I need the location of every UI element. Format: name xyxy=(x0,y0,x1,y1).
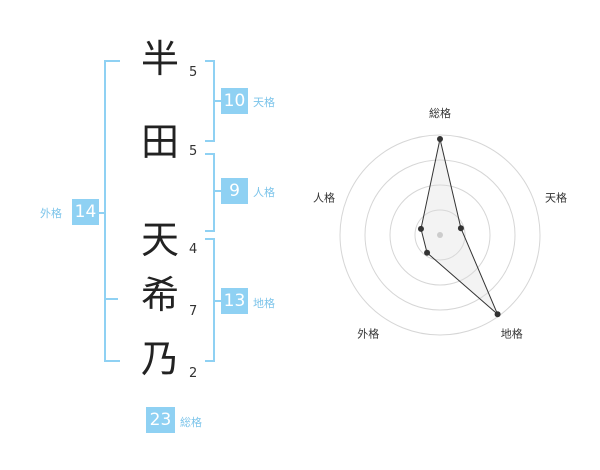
name-char-3: 天 xyxy=(140,218,179,262)
radar-point-4 xyxy=(417,225,424,232)
radar-points xyxy=(417,136,501,318)
tenkaku-label: 天格 xyxy=(253,96,275,109)
radar-point-2 xyxy=(494,311,501,318)
soukaku-label: 総格 xyxy=(180,416,202,429)
radar-point-1 xyxy=(457,225,464,232)
radar-point-0 xyxy=(437,136,443,142)
stroke-count-1: 5 xyxy=(189,65,198,80)
radar-ring-3 xyxy=(364,159,516,311)
radar-point-3 xyxy=(424,249,431,256)
radar-axis-label-4: 人格 xyxy=(313,190,335,204)
radar-axis-label-1: 天格 xyxy=(545,190,567,204)
bracket-gaikaku-mid-tick xyxy=(104,298,118,300)
radar-axis-label-2: 地格 xyxy=(501,327,523,341)
connector-jinkaku xyxy=(213,190,221,192)
radar-ring-2 xyxy=(389,184,491,286)
soukaku-value-box: 23 xyxy=(146,407,175,433)
name-char-1: 半 xyxy=(140,37,179,81)
stroke-count-4: 7 xyxy=(189,304,198,319)
chikaku-value-box: 13 xyxy=(221,288,248,314)
stroke-count-2: 5 xyxy=(189,144,198,159)
radar-ring-1 xyxy=(414,209,466,261)
radar-center-dot xyxy=(437,232,443,238)
connector-chikaku xyxy=(213,300,221,302)
jinkaku-label: 人格 xyxy=(253,186,275,199)
radar-ring-4 xyxy=(339,134,541,336)
name-char-2: 田 xyxy=(140,120,179,164)
jinkaku-value-box: 9 xyxy=(221,178,248,204)
gaikaku-value-box: 14 xyxy=(72,199,99,225)
radar-axis-label-3: 外格 xyxy=(357,327,379,341)
connector-tenkaku xyxy=(213,100,221,102)
radar-axis-label-0: 総格 xyxy=(429,106,451,120)
gaikaku-label: 外格 xyxy=(40,207,62,220)
connector-gaikaku xyxy=(98,212,106,214)
name-char-5: 乃 xyxy=(140,337,179,381)
stroke-count-5: 2 xyxy=(189,366,198,381)
bracket-gaikaku xyxy=(104,60,120,362)
name-char-4: 希 xyxy=(140,273,179,317)
chikaku-label: 地格 xyxy=(253,297,275,310)
bracket-jinkaku xyxy=(205,153,215,232)
tenkaku-value-box: 10 xyxy=(221,88,248,114)
stroke-count-3: 4 xyxy=(189,242,198,257)
radar-rings xyxy=(339,134,541,336)
